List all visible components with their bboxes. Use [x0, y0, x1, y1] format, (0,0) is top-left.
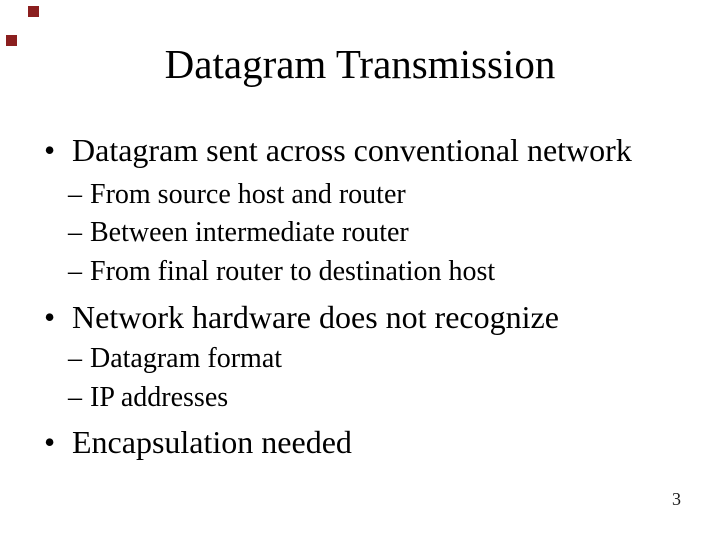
dash-marker: –: [68, 179, 82, 210]
sub-bullet-text: Datagram format: [90, 343, 283, 374]
bullet-dot-marker: •: [44, 299, 56, 335]
bullet-text: Datagram sent across conventional networ…: [72, 132, 632, 168]
sub-bullet-item: – From final router to destination host: [0, 254, 720, 289]
bullet-item: • Encapsulation needed: [0, 422, 720, 462]
bullet-text: Network hardware does not recognize: [72, 299, 559, 335]
sub-bullet-item: – IP addresses: [0, 380, 720, 415]
dash-marker: –: [68, 256, 82, 287]
sub-bullet-item: – Between intermediate router: [0, 215, 720, 250]
bullet-dot-marker: •: [44, 132, 56, 168]
page-number: 3: [672, 489, 681, 509]
sub-bullet-item: – From source host and router: [0, 177, 720, 212]
sub-bullet-text: From source host and router: [90, 179, 406, 210]
sub-bullet-text: From final router to destination host: [90, 256, 496, 287]
sub-bullet-text: Between intermediate router: [90, 217, 409, 248]
bullet-text: Encapsulation needed: [72, 424, 352, 460]
corner-decoration-square: [28, 6, 39, 17]
sub-bullet-text: IP addresses: [90, 382, 229, 413]
bullet-item: • Datagram sent across conventional netw…: [0, 130, 720, 170]
bullet-dot-marker: •: [44, 424, 56, 460]
sub-bullet-item: – Datagram format: [0, 341, 720, 376]
slide-title: Datagram Transmission: [164, 41, 556, 87]
dash-marker: –: [68, 217, 82, 248]
dash-marker: –: [68, 382, 82, 413]
bullet-item: • Network hardware does not recognize: [0, 297, 720, 337]
corner-decoration-square: [6, 35, 17, 46]
dash-marker: –: [68, 343, 82, 374]
